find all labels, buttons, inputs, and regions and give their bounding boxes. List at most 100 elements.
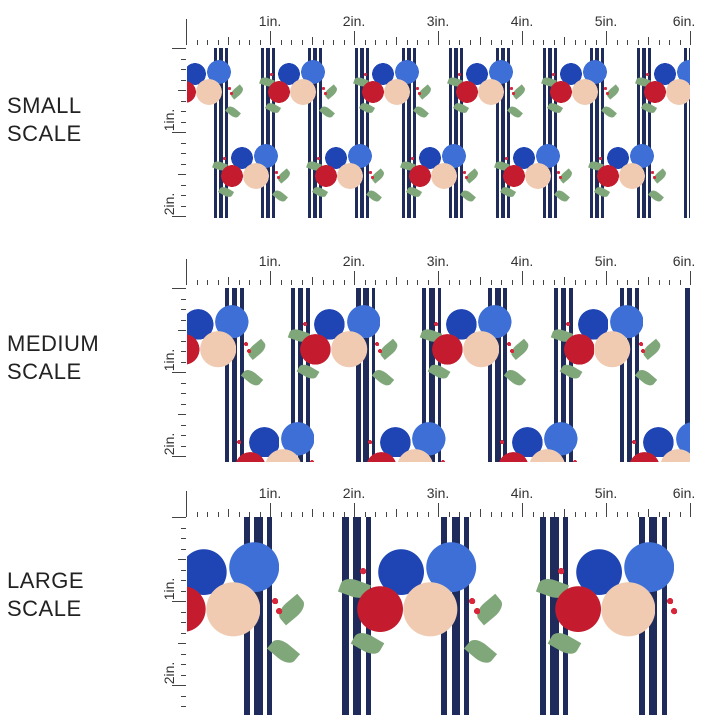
berry-icon	[434, 322, 439, 327]
berry-icon	[417, 91, 421, 95]
berry-icon	[641, 348, 646, 354]
berry-icon	[598, 156, 602, 160]
ruler-tick	[417, 280, 418, 285]
red-rose	[221, 165, 243, 187]
ruler-tick	[490, 40, 492, 45]
ruler-tick	[181, 653, 186, 655]
peach-rose	[600, 582, 656, 637]
ruler-tick	[564, 37, 565, 45]
navy-stripe	[648, 48, 651, 218]
ruler-label: 2in.	[161, 432, 177, 456]
berry-icon	[469, 597, 476, 605]
ruler-tick	[181, 403, 186, 405]
peach-rose	[666, 79, 690, 105]
vertical-ruler: 1in.2in.	[161, 517, 186, 715]
ruler-tick	[181, 424, 186, 426]
ruler-tick	[585, 512, 586, 517]
ruler-tick	[181, 527, 186, 529]
navy-stripe	[214, 48, 217, 218]
ruler-label: 2in.	[342, 253, 366, 269]
ruler-tick	[669, 40, 670, 45]
navy-stripe	[319, 48, 322, 218]
ruler-tick	[181, 351, 186, 352]
navy-stripe	[507, 48, 510, 218]
ruler-tick	[385, 40, 387, 45]
berry-icon	[462, 170, 466, 174]
ruler-tick	[648, 277, 649, 285]
ruler-label: 1in.	[161, 348, 177, 372]
ruler-tick	[501, 40, 502, 45]
ruler-tick	[417, 512, 418, 517]
ruler-tick	[172, 517, 186, 518]
berry-icon	[565, 322, 570, 327]
berry-icon	[671, 608, 678, 615]
ruler-tick	[427, 280, 429, 285]
ruler-tick	[207, 512, 208, 517]
navy-stripe	[685, 288, 690, 462]
ruler-tick	[532, 512, 534, 517]
ruler-tick	[396, 509, 397, 517]
scale-label-line1: LARGE	[7, 568, 85, 593]
fabric-swatch-small	[187, 48, 690, 218]
ruler-tick	[406, 280, 408, 285]
ruler-tick	[469, 280, 471, 285]
ruler-tick	[217, 280, 219, 285]
ruler-label: 5in.	[594, 13, 618, 29]
ruler-tick	[364, 512, 366, 517]
berry-icon	[557, 568, 564, 575]
ruler-tick	[249, 40, 250, 45]
ruler-tick	[564, 277, 565, 285]
peach-rose	[205, 582, 261, 637]
ruler-tick	[181, 142, 186, 144]
navy-stripe	[595, 48, 599, 218]
navy-stripe	[366, 48, 369, 218]
ruler-tick	[669, 280, 670, 285]
ruler-tick	[385, 512, 387, 517]
ruler-tick	[606, 31, 607, 45]
peach-rose	[525, 163, 551, 189]
navy-stripe	[619, 288, 624, 462]
red-rose	[629, 451, 661, 462]
ruler-tick	[364, 40, 366, 45]
ruler-tick	[511, 40, 513, 45]
berry-icon	[269, 72, 273, 76]
ruler-label: 1in.	[258, 485, 282, 501]
ruler-tick	[172, 372, 186, 373]
ruler-tick	[181, 340, 186, 342]
berry-icon	[572, 459, 577, 462]
ruler-tick	[181, 79, 186, 81]
ruler-label: 3in.	[426, 253, 450, 269]
ruler-tick	[511, 512, 513, 517]
ruler-label: 2in.	[342, 13, 366, 29]
ruler-tick	[238, 280, 240, 285]
ruler-tick	[354, 503, 355, 517]
berry-icon	[558, 175, 562, 179]
ruler-label: 1in.	[161, 577, 177, 601]
ruler-tick	[679, 40, 681, 45]
berry-icon	[378, 348, 383, 354]
berry-icon	[551, 72, 555, 76]
ruler-tick	[181, 69, 186, 70]
ruler-tick	[181, 111, 186, 112]
peach-rose	[290, 79, 316, 105]
ruler-tick	[333, 280, 334, 285]
red-rose	[187, 81, 196, 103]
navy-stripe	[454, 48, 458, 218]
ruler-tick	[637, 40, 639, 45]
ruler-tick	[406, 512, 408, 517]
ruler-tick	[532, 280, 534, 285]
ruler-tick	[207, 40, 208, 45]
berry-icon	[415, 86, 419, 90]
peach-rose	[331, 331, 368, 368]
navy-stripe	[225, 48, 228, 218]
ruler-tick	[280, 40, 282, 45]
ruler-tick	[438, 271, 439, 285]
peach-rose	[397, 449, 434, 462]
red-rose	[357, 586, 404, 633]
navy-stripe	[272, 48, 275, 218]
ruler-tick	[490, 512, 492, 517]
ruler-tick	[690, 503, 691, 517]
berry-icon	[323, 91, 327, 95]
red-rose	[497, 451, 529, 462]
peach-rose	[478, 79, 504, 105]
